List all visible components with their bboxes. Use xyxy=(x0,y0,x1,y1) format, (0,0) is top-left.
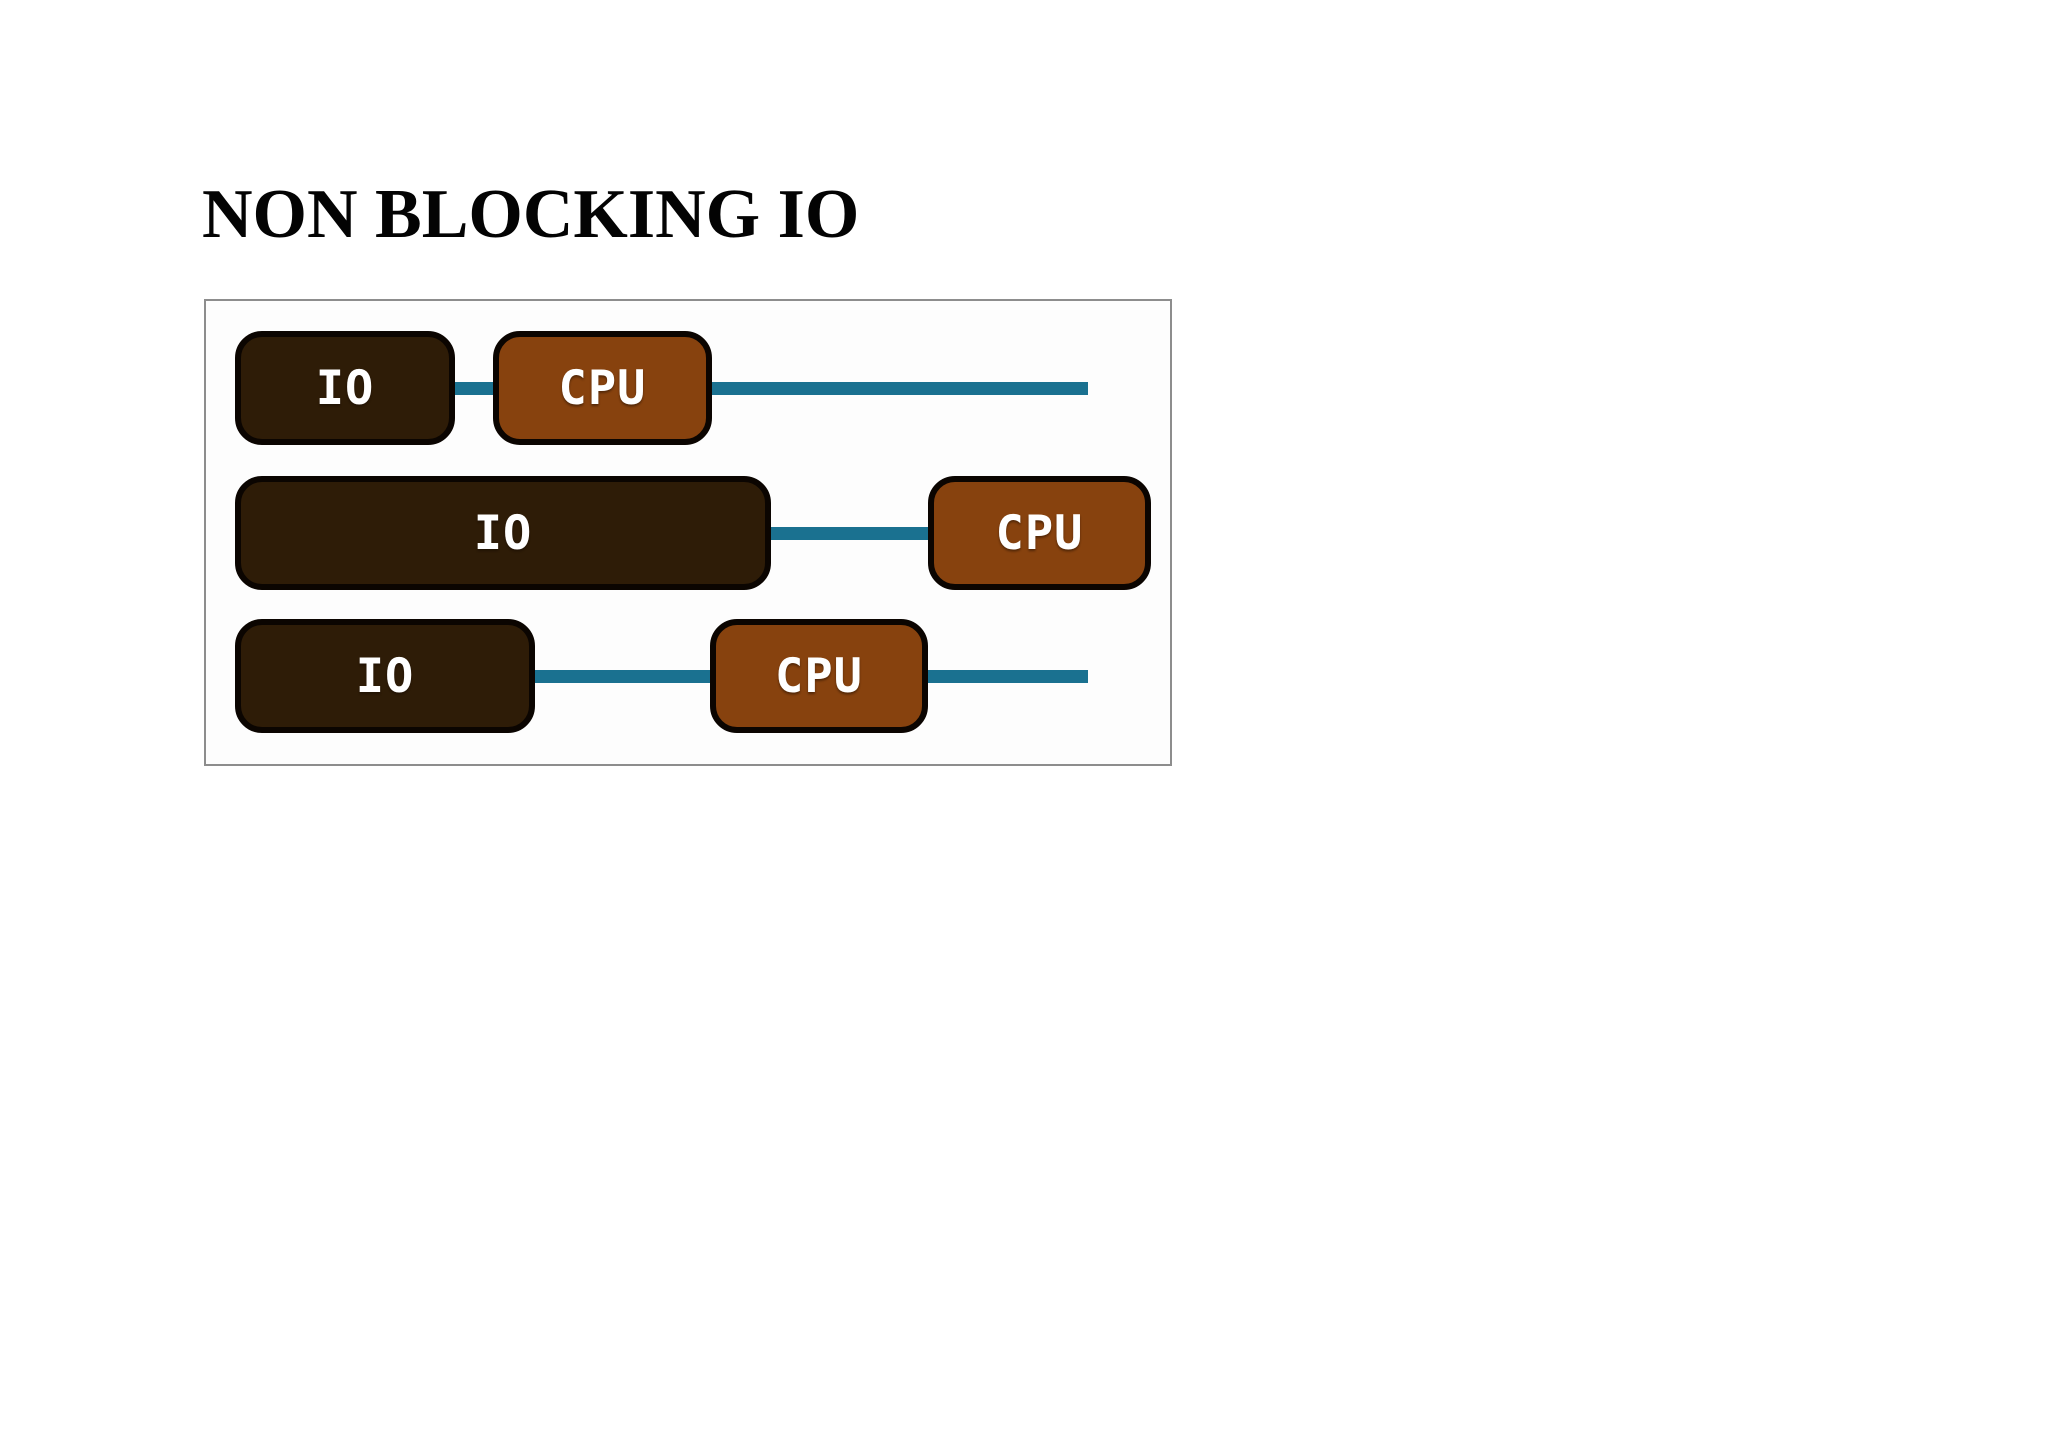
cpu-box-row-1: CPU xyxy=(493,331,712,445)
timeline-connector xyxy=(765,527,937,540)
io-box-row-2: IO xyxy=(235,476,771,590)
cpu-label: CPU xyxy=(558,360,647,416)
timeline-connector xyxy=(450,382,498,395)
timeline-trailing-line xyxy=(712,382,1088,395)
non-blocking-io-diagram-panel: IO CPU IO CPU IO CPU xyxy=(204,299,1172,766)
io-label: IO xyxy=(355,648,415,704)
io-box-row-3: IO xyxy=(235,619,535,733)
io-label: IO xyxy=(473,505,533,561)
timeline-connector xyxy=(529,670,716,683)
cpu-label: CPU xyxy=(995,505,1084,561)
cpu-label: CPU xyxy=(775,648,863,704)
io-label: IO xyxy=(315,360,375,416)
timeline-trailing-line xyxy=(922,670,1088,683)
cpu-box-row-2: CPU xyxy=(928,476,1151,590)
io-box-row-1: IO xyxy=(235,331,455,445)
page-title: NON BLOCKING IO xyxy=(202,176,860,253)
cpu-box-row-3: CPU xyxy=(710,619,928,733)
